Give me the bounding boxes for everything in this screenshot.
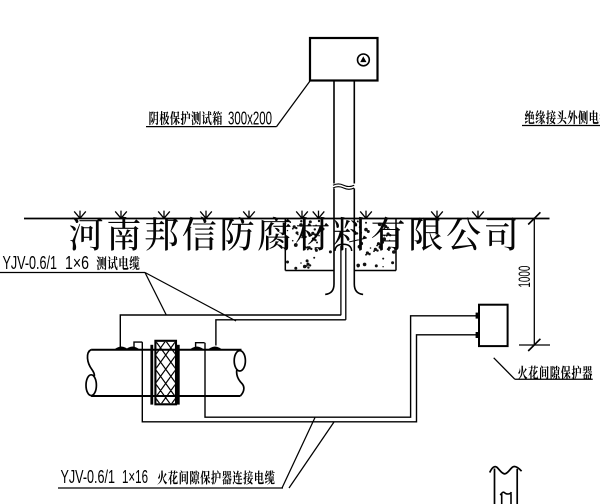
svg-text:1×16: 1×16 xyxy=(122,467,148,487)
svg-text:1×6: 1×6 xyxy=(65,253,89,273)
svg-text:1000: 1000 xyxy=(516,266,534,288)
svg-text:300x200: 300x200 xyxy=(228,109,272,129)
svg-text:YJV-0.6/1: YJV-0.6/1 xyxy=(61,467,116,487)
svg-text:YJV-0.6/1: YJV-0.6/1 xyxy=(3,253,58,273)
